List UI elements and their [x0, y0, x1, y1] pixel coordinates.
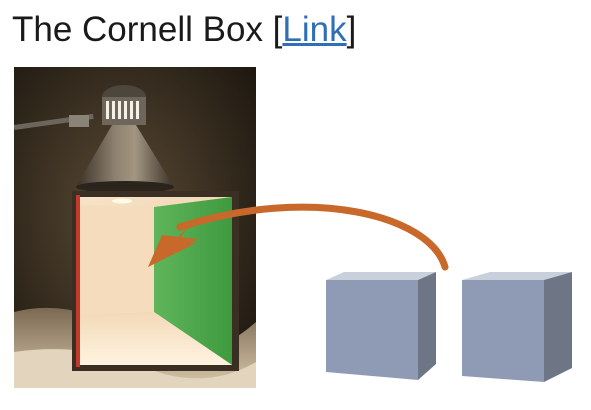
cube-icon [326, 272, 436, 380]
slide-title: The Cornell Box [Link] [12, 8, 356, 52]
title-link[interactable]: Link [282, 10, 347, 49]
curved-arrow-icon [148, 203, 449, 271]
cube-icon [462, 272, 572, 382]
title-bracket: ] [346, 10, 357, 49]
title-text: The Cornell Box [ [12, 10, 283, 49]
cornell-box-photo [14, 67, 256, 388]
